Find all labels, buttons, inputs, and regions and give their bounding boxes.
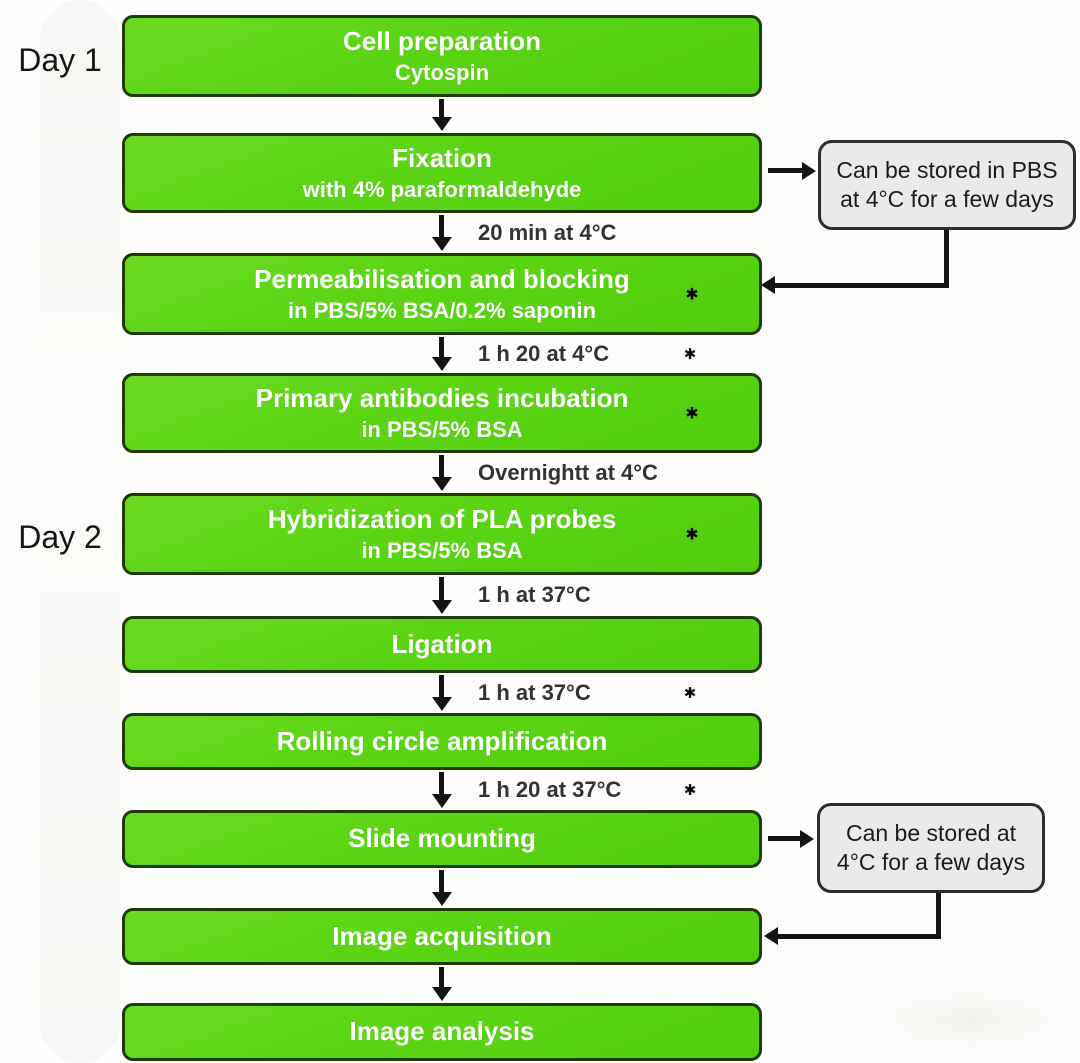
step-title: Image acquisition — [332, 920, 552, 951]
asterisk-marker: ✱ — [683, 683, 697, 702]
asterisk-marker: ✱ — [685, 284, 699, 304]
down-arrow-connector: 1 h 20 at 37°C ✱ — [0, 771, 1080, 808]
storage-note-pbs: Can be stored in PBS at 4°C for a few da… — [818, 140, 1076, 230]
asterisk-marker: ✱ — [685, 524, 699, 544]
storage-note-line: Can be stored at — [845, 819, 1017, 846]
asterisk-marker: ✱ — [683, 344, 697, 363]
step-box-ligation: Ligation — [122, 616, 762, 673]
down-arrow-icon — [432, 117, 452, 131]
day-2-label: Day 2 — [18, 519, 102, 555]
step-title: Primary antibodies incubation — [255, 382, 629, 413]
step-box-permeabilisation-blocking: Permeabilisation and blocking in PBS/5% … — [122, 253, 762, 335]
step-title: Permeabilisation and blocking — [254, 263, 630, 294]
down-arrow-icon — [432, 600, 452, 614]
down-arrow-icon — [432, 697, 452, 711]
arrow-stem — [768, 168, 804, 173]
storage-note-line: 4°C for a few days — [836, 849, 1026, 875]
step-subtitle: with 4% paraformaldehyde — [302, 176, 582, 202]
step-title: Fixation — [392, 142, 492, 173]
arrow-stem — [439, 772, 444, 795]
elbow-connector-vertical — [936, 893, 941, 937]
storage-note-mounted: Can be stored at 4°C for a few days — [817, 803, 1045, 893]
arrow-stem — [439, 870, 444, 893]
timing-label: 1 h at 37°C — [478, 679, 591, 705]
down-arrow-icon — [432, 477, 452, 491]
left-arrow-icon — [764, 927, 778, 945]
step-box-hybridization-pla-probes: Hybridization of PLA probes in PBS/5% BS… — [122, 493, 762, 575]
right-arrow-icon — [802, 162, 816, 180]
timing-label: 1 h at 37°C — [478, 582, 591, 607]
timing-label: 1 h 20 at 4°C — [478, 340, 610, 366]
step-box-slide-mounting: Slide mounting — [122, 810, 762, 868]
step-box-image-acquisition: Image acquisition — [122, 908, 762, 965]
down-arrow-icon — [432, 794, 452, 808]
step-box-rolling-circle-amplification: Rolling circle amplification — [122, 713, 762, 770]
down-arrow-connector: 20 min at 4°C — [0, 214, 1080, 251]
step-title: Rolling circle amplification — [276, 725, 608, 756]
down-arrow-icon — [432, 987, 452, 1001]
step-subtitle: in PBS/5% BSA — [361, 537, 523, 563]
step-box-primary-antibodies: Primary antibodies incubation in PBS/5% … — [122, 373, 762, 453]
arrow-stem — [768, 836, 802, 841]
down-arrow-icon — [432, 237, 452, 251]
down-arrow-connector — [0, 869, 1080, 906]
timing-label: 20 min at 4°C — [478, 219, 617, 245]
step-title: Cell preparation — [343, 25, 541, 56]
arrow-stem — [439, 337, 444, 358]
step-box-fixation: Fixation with 4% paraformaldehyde — [122, 133, 762, 213]
day-1-label: Day 1 — [18, 42, 102, 78]
step-title: Hybridization of PLA probes — [267, 503, 617, 534]
asterisk-marker: ✱ — [683, 780, 697, 799]
step-title: Ligation — [391, 628, 493, 659]
down-arrow-connector — [0, 98, 1080, 131]
arrow-stem — [439, 215, 444, 238]
step-title: Image analysis — [349, 1016, 535, 1047]
step-box-image-analysis: Image analysis — [122, 1003, 762, 1061]
arrow-stem — [439, 577, 444, 601]
asterisk-marker: ✱ — [685, 403, 699, 423]
down-arrow-icon — [432, 357, 452, 371]
storage-note-line: Can be stored in PBS — [836, 156, 1058, 183]
elbow-connector-horizontal — [774, 283, 949, 288]
down-arrow-icon — [432, 892, 452, 906]
elbow-connector-horizontal — [777, 934, 941, 939]
down-arrow-connector: 1 h 20 at 4°C ✱ — [0, 336, 1080, 371]
down-arrow-connector: 1 h at 37°C — [0, 576, 1080, 614]
down-arrow-connector — [0, 966, 1080, 1001]
step-title: Slide mounting — [348, 823, 536, 854]
down-arrow-connector: Overnightt at 4°C — [0, 454, 1080, 491]
arrow-stem — [439, 967, 444, 988]
step-subtitle: Cytospin — [394, 59, 490, 85]
right-arrow-icon — [800, 830, 814, 848]
arrow-stem — [439, 99, 444, 118]
storage-note-line: at 4°C for a few days — [840, 186, 1054, 212]
step-subtitle: in PBS/5% BSA/0.2% saponin — [287, 297, 597, 323]
step-box-cell-preparation: Cell preparation Cytospin — [122, 15, 762, 97]
elbow-connector-vertical — [944, 230, 949, 286]
timing-label: Overnightt at 4°C — [478, 459, 658, 485]
timing-label: 1 h 20 at 37°C — [478, 776, 622, 802]
down-arrow-connector: 1 h at 37°C ✱ — [0, 674, 1080, 711]
arrow-stem — [439, 675, 444, 698]
left-arrow-icon — [761, 276, 775, 294]
arrow-stem — [439, 455, 444, 478]
step-subtitle: in PBS/5% BSA — [361, 416, 523, 442]
